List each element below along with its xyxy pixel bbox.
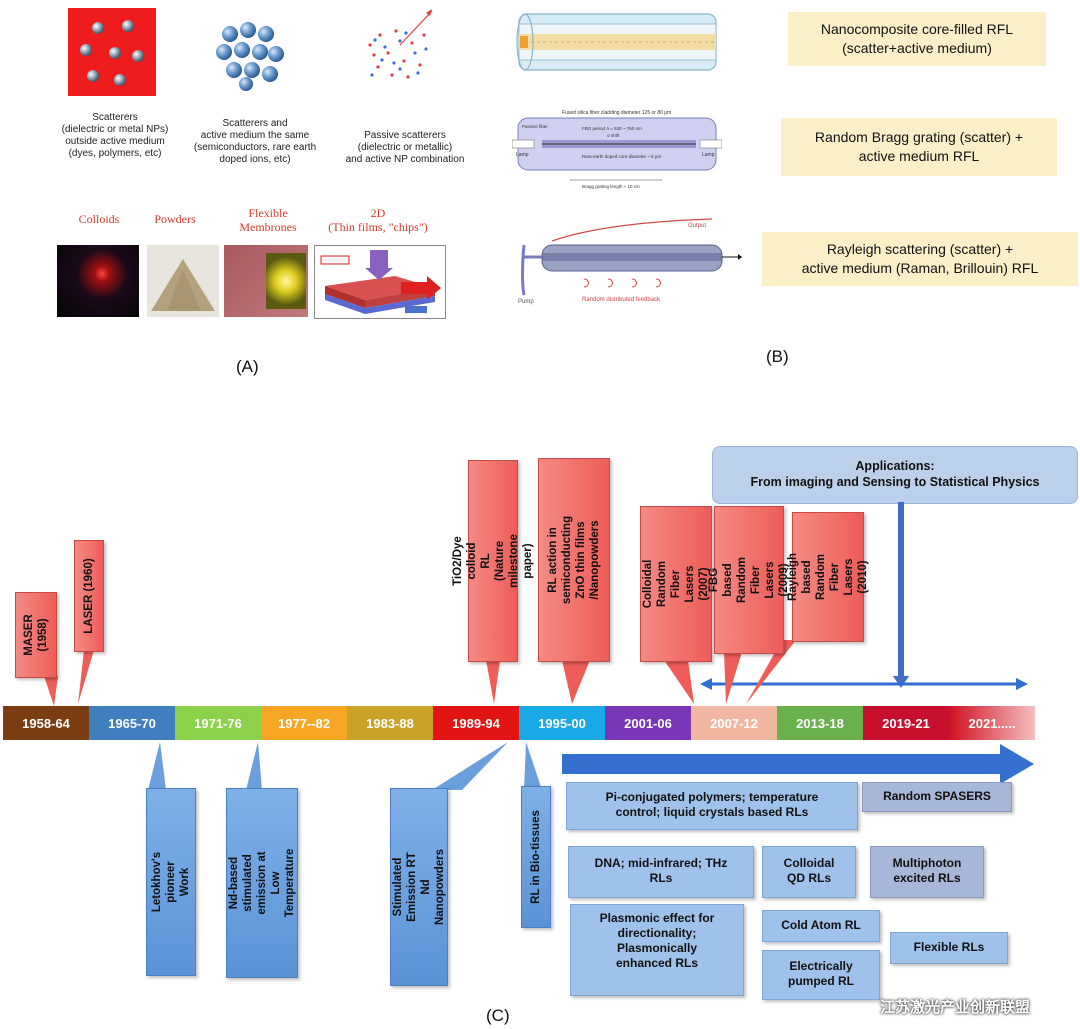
colloids-photo — [57, 245, 139, 317]
type-label-flexible: Flexible Membrones — [239, 206, 297, 234]
timeline-segment: 2021..... — [949, 706, 1035, 740]
timeline-segment: 1983-88 — [347, 706, 433, 740]
applications-subtitle: From imaging and Sensing to Statistical … — [750, 475, 1040, 489]
bragg-label-core: Rare-earth doped core diameter ~ 5 μm — [582, 154, 662, 159]
box-multiphoton: Multiphoton excited RLs — [870, 846, 984, 898]
timeline-segment: 1995-00 — [519, 706, 605, 740]
callout-bio-tissues-text: RL in Bio-tissues — [530, 810, 542, 904]
box-plasmonic: Plasmonic effect for directionality; Pla… — [570, 904, 744, 996]
box-flexible-text: Flexible RLs — [913, 940, 985, 954]
sphere-cluster-icon — [80, 20, 144, 86]
bragg-lamp-right: Lamp — [702, 152, 715, 158]
passive-scatterers-caption: Passive scatterers (dielectric or metall… — [345, 130, 465, 165]
callout-nd-low-temp-text: Nd-based stimulated emission at Low Temp… — [228, 848, 296, 918]
applications-box: Applications: From imaging and Sensing t… — [712, 446, 1078, 504]
callout-maser-text: MASER (1958) — [23, 614, 49, 656]
box-multiphoton-text: Multiphoton excited RLs — [892, 856, 962, 885]
applications-down-arrow — [898, 502, 904, 680]
callout-bio-tissues: RL in Bio-tissues — [521, 786, 551, 928]
box-pi-conjugated: Pi-conjugated polymers; temperature cont… — [566, 782, 858, 830]
type-label-colloids: Colloids — [78, 212, 120, 226]
rayleigh-pump-text: Pump — [518, 299, 534, 305]
callout-colloidal-rfl: Colloidal Random Fiber Lasers (2007) — [640, 506, 712, 662]
callout-colloidal-rfl-text: Colloidal Random Fiber Lasers (2007) — [642, 559, 710, 609]
timeline-segment: 1971-76 — [175, 706, 261, 740]
box-colloidal-qd: Colloidal QD RLs — [762, 846, 856, 898]
callout-laser: LASER (1960) — [74, 540, 104, 652]
callout-zno-text: RL action in semiconducting ZnO thin fil… — [547, 515, 601, 605]
timeline-segment: 2001-06 — [605, 706, 691, 740]
type-label-2d: 2D (Thin films, "chips") — [328, 206, 428, 234]
powders-photo — [147, 245, 219, 317]
box-plasmonic-text: Plasmonic effect for directionality; Pla… — [599, 911, 715, 970]
type-label-powders: Powders — [154, 212, 196, 226]
scatter-dots-icon — [368, 9, 433, 79]
callout-stimulated-rt-text: Stimulated Emission RT Nd Nanopowders — [392, 848, 446, 926]
timeline-segment: 2013-18 — [777, 706, 863, 740]
box-cold-atom: Cold Atom RL — [762, 910, 880, 942]
callout-fbg-rfl-text: FBG based Random Fiber Lasers (2009) — [708, 557, 790, 603]
scatterers-caption: Scatterers (dielectric or metal NPs) out… — [61, 112, 169, 159]
callout-letokhov: Letokhov's pioneer Work — [146, 788, 196, 976]
bragg-top-text: Fused silica fiber cladding diameter 125… — [562, 110, 671, 116]
timeline-segment: 1965-70 — [89, 706, 175, 740]
rayleigh-feedback-text: Random distributed feedback — [582, 297, 661, 303]
box-nanocomposite-rfl: Nanocomposite core-filled RFL (scatter+a… — [788, 12, 1046, 66]
box-random-bragg-rfl: Random Bragg grating (scatter) + active … — [781, 118, 1057, 176]
callout-nd-low-temp: Nd-based stimulated emission at Low Temp… — [226, 788, 298, 978]
bragg-label-period: FBG period Λ = 530 ~ 760 nm — [582, 126, 642, 131]
panel-b-label: (B) — [766, 347, 789, 366]
box-cold-atom-text: Cold Atom RL — [781, 918, 861, 932]
box-pi-conjugated-text: Pi-conjugated polymers; temperature cont… — [605, 790, 819, 819]
bragg-label-passive: Passive fiber — [522, 124, 548, 129]
watermark-text: 江苏激光产业创新联盟 — [880, 999, 1031, 1016]
panel-a-label: (A) — [236, 357, 259, 376]
callout-tio2-dye-text: TiO2/Dye colloid RL (Nature milestone pa… — [452, 534, 534, 588]
scatterers-red-square-image — [68, 8, 156, 96]
callout-rayleigh-rfl-text: Rayleigh based Random Fiber Lasers (2010… — [787, 553, 869, 601]
panel-c-label: (C) — [486, 1006, 510, 1025]
box-random-spasers: Random SPASERS — [862, 782, 1012, 812]
timeline-segment: 2007-12 — [691, 706, 777, 740]
box-dna-thz: DNA; mid-infrared; THz RLs — [568, 846, 754, 898]
timeline-segment: 1977--82 — [261, 706, 347, 740]
box-random-spasers-text: Random SPASERS — [883, 789, 991, 803]
callout-letokhov-text: Letokhov's pioneer Work — [151, 851, 191, 913]
thin-film-chip-diagram — [314, 245, 446, 319]
callout-fbg-rfl: FBG based Random Fiber Lasers (2009) — [708, 506, 790, 654]
box-dna-thz-text: DNA; mid-infrared; THz RLs — [594, 856, 728, 885]
bragg-lamp-left: Lamp — [516, 152, 529, 158]
box-flexible: Flexible RLs — [890, 932, 1008, 964]
callout-laser-text: LASER (1960) — [83, 558, 95, 634]
callout-zno: RL action in semiconducting ZnO thin fil… — [538, 458, 610, 662]
core-filled-fiber-diagram — [515, 10, 720, 74]
callout-tio2-dye: TiO2/Dye colloid RL (Nature milestone pa… — [452, 460, 534, 662]
sphere-cluster-icon — [216, 22, 284, 91]
bragg-grating-fiber-diagram: Fused silica fiber cladding diameter 125… — [511, 106, 723, 192]
scatterers-active-cluster-image — [212, 20, 292, 92]
timeline-segment: 2019-21 — [863, 706, 949, 740]
callout-rayleigh-rfl: Rayleigh based Random Fiber Lasers (2010… — [787, 512, 869, 642]
callout-maser: MASER (1958) — [15, 592, 57, 678]
callout-stimulated-rt: Stimulated Emission RT Nd Nanopowders — [390, 788, 448, 986]
applications-title: Applications: — [855, 459, 935, 473]
box-rayleigh-rfl: Rayleigh scattering (scatter) + active m… — [762, 232, 1078, 286]
timeline-segment: 1958-64 — [3, 706, 89, 740]
box-electrically-pumped: Electrically pumped RL — [762, 950, 880, 1000]
bragg-label-shift: σ shift — [607, 133, 620, 138]
bragg-label-length: Bragg grating length ≈ 10 cm — [582, 184, 640, 189]
box-colloidal-qd-text: Colloidal QD RLs — [783, 856, 835, 885]
rayleigh-output-text: Output — [688, 223, 706, 229]
scatterers-active-caption: Scatterers and active medium the same (s… — [193, 118, 317, 165]
passive-scatterers-dots-image — [360, 5, 440, 90]
box-electrically-pumped-text: Electrically pumped RL — [788, 959, 854, 988]
rayleigh-fiber-diagram: Output Pump Random distributed feedback — [512, 215, 742, 310]
future-arrow — [562, 754, 1002, 774]
timeline-segment: 1989-94 — [433, 706, 519, 740]
flexible-membrane-photo — [224, 245, 308, 317]
